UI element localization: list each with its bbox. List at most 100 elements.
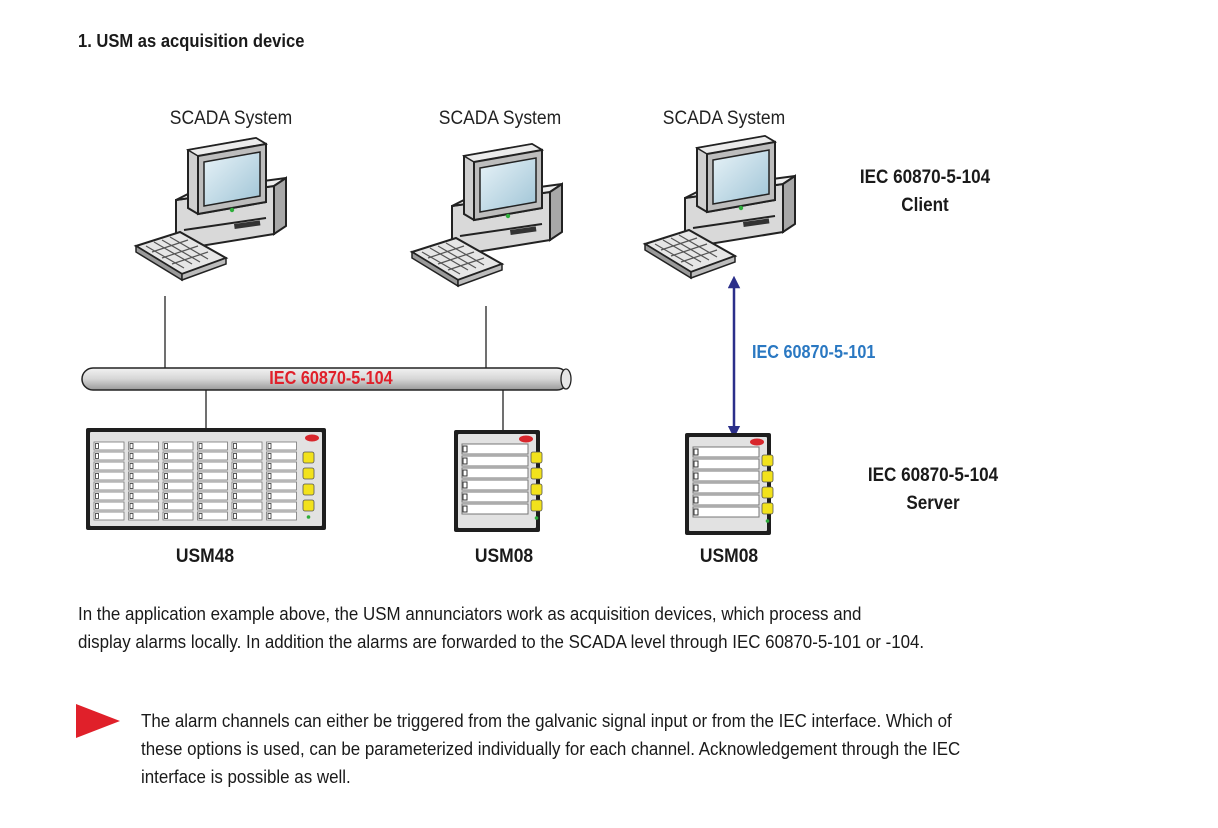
alarm-led xyxy=(267,493,272,499)
alarm-window xyxy=(162,491,194,501)
alarm-window xyxy=(93,511,125,521)
alarm-window xyxy=(162,451,194,461)
alarm-window xyxy=(93,471,125,481)
alarm-led xyxy=(198,453,203,459)
control-key xyxy=(530,483,543,496)
status-led xyxy=(534,516,539,520)
alarm-led xyxy=(233,473,237,479)
alarm-led xyxy=(198,513,203,519)
alarm-window xyxy=(266,501,297,511)
alarm-led xyxy=(267,443,272,449)
alarm-window xyxy=(162,471,194,481)
alarm-led xyxy=(198,483,203,489)
alarm-window xyxy=(128,461,159,471)
usm48-panel xyxy=(86,428,326,530)
alarm-led xyxy=(129,463,134,469)
alarm-window xyxy=(266,441,297,451)
alarm-led xyxy=(267,503,272,509)
alarm-window xyxy=(197,471,228,481)
alarm-window xyxy=(197,501,228,511)
alarm-window xyxy=(93,501,125,511)
usm08-panel xyxy=(684,432,772,536)
device-label: USM08 xyxy=(699,546,759,567)
alarm-window xyxy=(128,491,159,501)
control-key xyxy=(761,502,774,515)
alarm-led xyxy=(267,473,272,479)
alarm-led xyxy=(129,473,134,479)
alarm-led xyxy=(95,503,99,509)
control-key xyxy=(302,499,315,512)
control-key xyxy=(530,467,543,480)
client-role-label: IEC 60870-5-104 Client xyxy=(859,167,991,216)
alarm-window xyxy=(128,501,159,511)
alarm-window xyxy=(266,471,297,481)
alarm-window xyxy=(128,451,159,461)
alarm-led xyxy=(198,503,203,509)
alarm-led xyxy=(267,453,272,459)
alarm-led xyxy=(95,513,99,519)
alarm-led xyxy=(95,443,99,449)
alarm-window xyxy=(231,441,263,451)
alarm-led xyxy=(95,483,99,489)
alarm-led xyxy=(164,493,168,499)
control-key xyxy=(761,486,774,499)
alarm-led xyxy=(164,503,168,509)
alarm-led xyxy=(233,443,237,449)
alarm-window xyxy=(162,461,194,471)
alarm-window xyxy=(93,481,125,491)
alarm-led xyxy=(233,513,237,519)
alarm-led xyxy=(129,493,134,499)
alarm-led xyxy=(233,493,237,499)
alarm-window xyxy=(197,491,228,501)
alarm-window xyxy=(162,501,194,511)
alarm-led xyxy=(129,443,134,449)
alarm-window xyxy=(197,441,228,451)
alarm-led xyxy=(164,473,168,479)
alarm-led xyxy=(233,463,237,469)
alarm-led xyxy=(267,513,272,519)
computer-icon xyxy=(644,135,796,279)
alarm-window xyxy=(231,501,263,511)
device-label: USM48 xyxy=(175,546,235,567)
alarm-led xyxy=(198,473,203,479)
alarm-window xyxy=(231,481,263,491)
alarm-led xyxy=(164,463,168,469)
control-key xyxy=(530,451,543,464)
alarm-led xyxy=(95,473,99,479)
computer-icon xyxy=(411,143,563,287)
alarm-window xyxy=(128,481,159,491)
alarm-window xyxy=(231,511,263,521)
alarm-window xyxy=(197,511,228,521)
alarm-window xyxy=(197,461,228,471)
alarm-window xyxy=(231,471,263,481)
alarm-window xyxy=(93,491,125,501)
control-key xyxy=(530,499,543,512)
alarm-window xyxy=(162,481,194,491)
alarm-window xyxy=(231,451,263,461)
scada-system-label: SCADA System xyxy=(438,108,562,129)
ethernet-bus xyxy=(81,367,572,391)
triangle-pointer-icon xyxy=(76,704,120,738)
alarm-led xyxy=(198,463,203,469)
server-role-label: IEC 60870-5-104 Server xyxy=(867,465,999,514)
scada-system-label: SCADA System xyxy=(169,108,293,129)
control-key xyxy=(761,470,774,483)
usm08-panel xyxy=(453,429,541,533)
control-key xyxy=(302,483,315,496)
alarm-window xyxy=(231,461,263,471)
alarm-window xyxy=(266,451,297,461)
section-heading: 1. USM as acquisition device xyxy=(78,31,305,51)
alarm-window xyxy=(197,481,228,491)
alarm-led xyxy=(129,483,134,489)
control-key xyxy=(302,467,315,480)
alarm-led xyxy=(164,513,168,519)
status-led xyxy=(765,519,770,523)
control-key xyxy=(302,451,315,464)
alarm-window xyxy=(128,511,159,521)
alarm-led xyxy=(233,453,237,459)
status-led xyxy=(306,515,311,519)
bus-protocol-label: IEC 60870-5-104 xyxy=(269,368,393,388)
alarm-led xyxy=(129,513,134,519)
scada-system-label: SCADA System xyxy=(662,108,786,129)
